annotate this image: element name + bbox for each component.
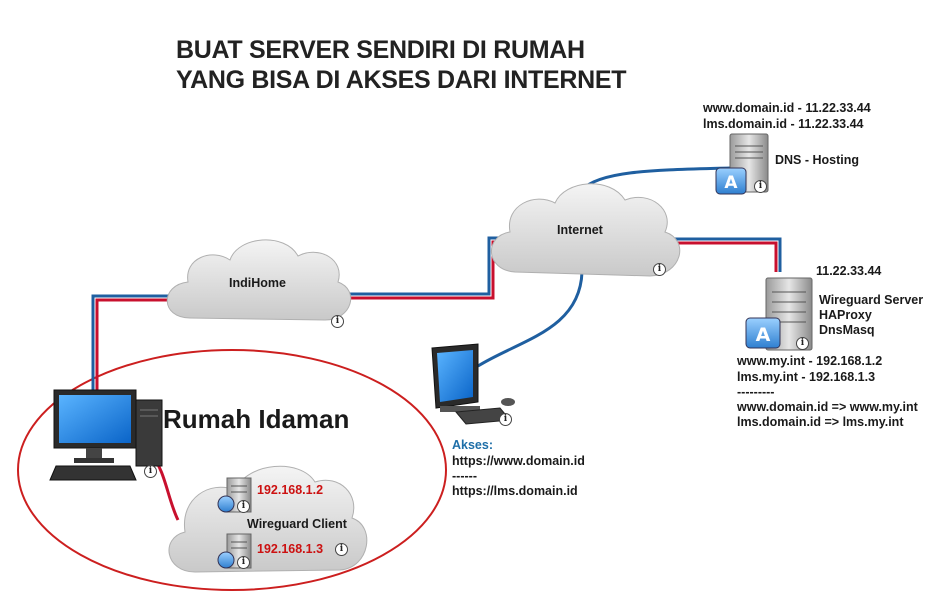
indihome-cloud-label: IndiHome <box>229 276 286 290</box>
internet-cloud <box>491 183 681 277</box>
server-info-icon[interactable]: i <box>796 337 809 350</box>
server-forward-www: www.domain.id => www.my.int <box>737 400 918 414</box>
access-separator: ------ <box>452 469 477 483</box>
home-boundary-ellipse <box>17 349 447 591</box>
home-pc-icon <box>49 389 163 481</box>
client-server-1-info-icon[interactable]: i <box>237 500 250 513</box>
svg-text:A: A <box>756 324 771 346</box>
dns-record-www: www.domain.id - 11.22.33.44 <box>703 101 871 115</box>
diagram-title-line-2: YANG BISA DI AKSES DARI INTERNET <box>176 66 627 94</box>
wan-link-internet-server <box>665 237 782 272</box>
wireguard-client-cloud <box>168 465 368 573</box>
main-server-icon: A <box>745 277 813 351</box>
wan-link-indihome-internet <box>340 236 515 300</box>
server-mapping-separator: --------- <box>737 385 775 399</box>
dns-server-icon: A <box>715 133 769 195</box>
server-service-dnsmasq: DnsMasq <box>819 323 875 337</box>
diagram-title-line-1: BUAT SERVER SENDIRI DI RUMAH <box>176 36 585 64</box>
access-url-lms: https://lms.domain.id <box>452 484 578 498</box>
wireguard-client-label: Wireguard Client <box>247 517 347 531</box>
svg-text:A: A <box>724 173 738 193</box>
wireguard-cloud-info-icon[interactable]: i <box>335 543 348 556</box>
access-url-www: https://www.domain.id <box>452 454 585 468</box>
server-service-wireguard: Wireguard Server <box>819 293 924 307</box>
server-mapping-www: www.my.int - 192.168.1.2 <box>737 354 883 368</box>
home-label: Rumah Idaman <box>163 404 350 434</box>
server-public-ip: 11.22.33.44 <box>816 264 882 278</box>
home-pc-info-icon[interactable]: i <box>144 465 157 478</box>
dns-info-icon[interactable]: i <box>754 180 767 193</box>
access-heading: Akses: <box>452 438 493 452</box>
internet-info-icon[interactable]: i <box>653 263 666 276</box>
internet-cloud-label: Internet <box>557 223 603 237</box>
client-server-2-info-icon[interactable]: i <box>237 556 250 569</box>
dns-record-lms: lms.domain.id - 11.22.33.44 <box>703 117 864 131</box>
client-ip-1: 192.168.1.2 <box>257 483 324 497</box>
server-forward-lms: lms.domain.id => lms.my.int <box>737 415 904 429</box>
server-mapping-lms: lms.my.int - 192.168.1.3 <box>737 370 876 384</box>
dns-hosting-label: DNS - Hosting <box>775 153 860 167</box>
link-internet-workstation <box>477 271 584 368</box>
client-ip-2: 192.168.1.3 <box>257 542 324 556</box>
server-service-haproxy: HAProxy <box>819 308 872 322</box>
workstation-info-icon[interactable]: i <box>499 413 512 426</box>
workstation-icon <box>431 343 515 425</box>
indihome-info-icon[interactable]: i <box>331 315 344 328</box>
wan-link-home-indihome <box>91 294 185 398</box>
indihome-cloud <box>166 239 352 321</box>
